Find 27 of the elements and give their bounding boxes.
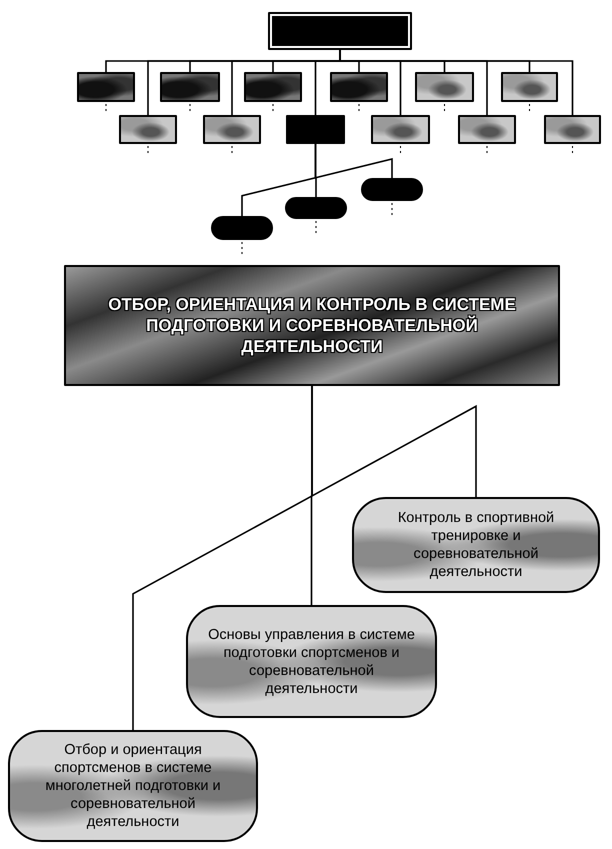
- box-shape: [544, 115, 601, 144]
- pill-shape: [285, 197, 347, 219]
- box-shape: [501, 72, 558, 102]
- box-shape: [371, 115, 430, 144]
- box-shape: [286, 115, 345, 144]
- box-shape: [458, 115, 516, 144]
- topic-box: [352, 497, 600, 593]
- topic-text: Отбор и ориентация спортсменов в системе многолетней подготовки и соревновательной деятельности: [44, 741, 222, 831]
- topic-box: [8, 730, 258, 842]
- box-shape: [415, 72, 474, 102]
- connector-line: [132, 386, 313, 730]
- topic-text: Основы управления в системе подготовки спортсменов и соревновательной деятельности: [207, 626, 416, 698]
- box-shape: [160, 72, 220, 102]
- box-shape: [330, 72, 388, 102]
- connector-line: [314, 144, 393, 179]
- topic-box: [186, 605, 437, 718]
- box-shape: [244, 72, 302, 102]
- pill-shape: [211, 216, 273, 240]
- title-banner: [64, 265, 560, 386]
- box-shape: [119, 115, 177, 144]
- box-shape: [77, 72, 135, 102]
- banner-title: ОТБОР, ОРИЕНТАЦИЯ И КОНТРОЛЬ В СИСТЕМЕ ПОДГОТОВКИ И СОРЕВНОВАТЕЛЬНОЙ ДЕЯТЕЛЬНОСТИ: [107, 294, 517, 357]
- connector-line: [339, 50, 574, 115]
- box-shape: [203, 115, 261, 144]
- box-shape: [268, 12, 412, 50]
- pill-shape: [361, 178, 423, 201]
- topic-text: Контроль в спортивной тренировке и соревновательной деятельности: [396, 509, 556, 581]
